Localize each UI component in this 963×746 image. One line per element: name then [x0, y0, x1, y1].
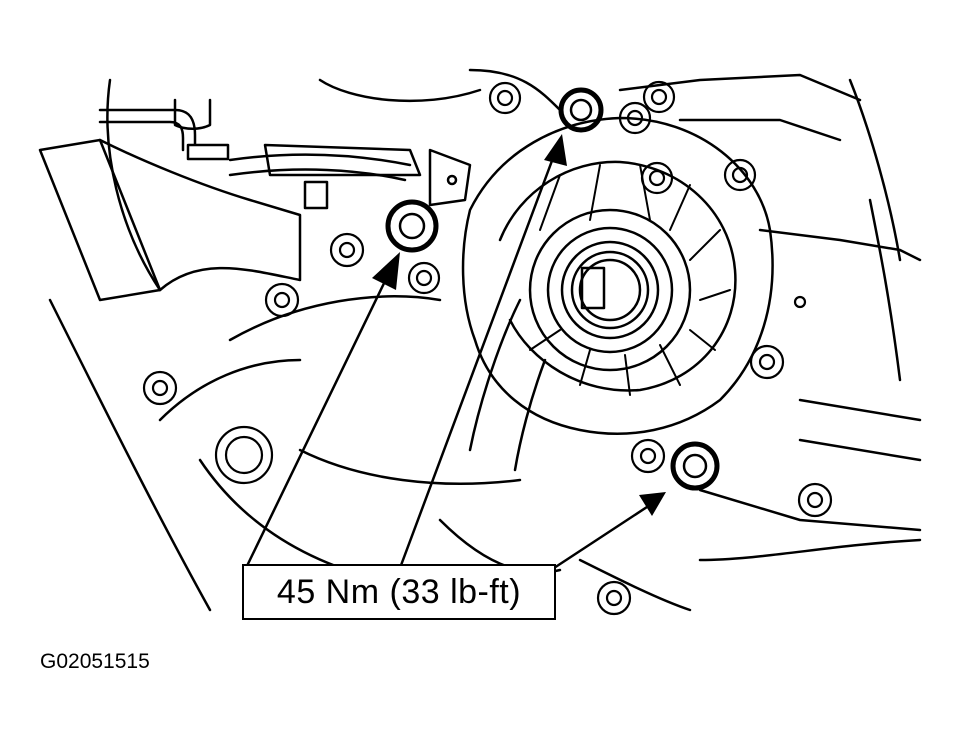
- torque-callout: 45 Nm (33 lb-ft): [242, 564, 556, 620]
- arrow-icon: [372, 134, 666, 516]
- bolt-icon: [142, 80, 833, 616]
- torque-value-label: 45 Nm (33 lb-ft): [276, 572, 522, 611]
- coolant-hose: [38, 78, 302, 612]
- callout-leaders: [244, 148, 652, 570]
- water-pump-body: [461, 116, 774, 472]
- torque-bolt-icon: [385, 87, 720, 491]
- bracket: [263, 143, 472, 210]
- engine-block: [158, 68, 922, 612]
- figure-id-label: G02051515: [40, 650, 150, 673]
- metal-tube: [98, 98, 412, 182]
